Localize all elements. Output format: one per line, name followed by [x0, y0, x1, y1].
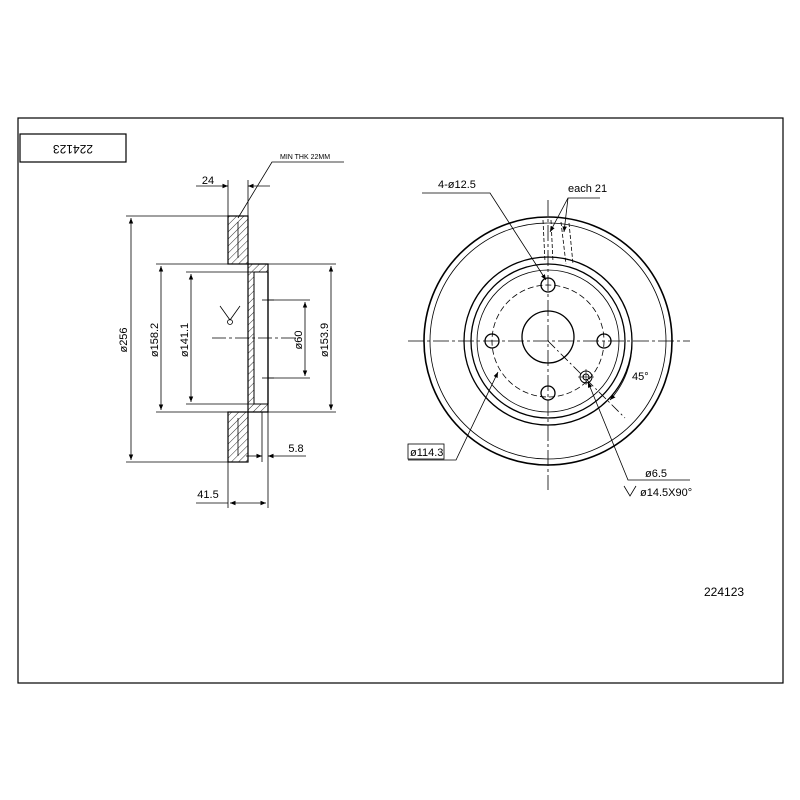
dim-center-bore: ø60 — [293, 331, 305, 350]
dim-angle: 45° — [632, 371, 649, 383]
sheet-border — [17, 117, 784, 684]
front-view: 45° each 21 4-ø12.5 ø114.3 ø6.5 ø14.5X90… — [407, 179, 692, 499]
dim-hat-diameter: ø153.9 — [319, 323, 331, 357]
side-view: ø256 ø158.2 ø141.1 ø60 ø153.9 24 MIN THK… — [118, 154, 344, 508]
part-number: 224123 — [704, 585, 744, 599]
label-small-hole: ø6.5 — [645, 468, 667, 480]
label-bolt-holes: 4-ø12.5 — [438, 179, 476, 191]
dim-overall-height: 41.5 — [197, 489, 218, 501]
angle-arc — [609, 340, 633, 401]
dim-outer-diameter: ø256 — [118, 327, 130, 352]
label-pcd: ø114.3 — [410, 447, 443, 459]
disc-outer-edge — [423, 216, 673, 466]
dim-hat-step: 5.8 — [288, 443, 303, 455]
title-part-number-mirrored: 224123 — [53, 142, 93, 156]
dim-diameter-141: ø141.1 — [179, 323, 191, 357]
dim-diameter-158: ø158.2 — [149, 323, 161, 357]
note-min-thickness: MIN THK 22MM — [280, 154, 330, 161]
label-vents: each 21 — [568, 183, 607, 195]
pcd-circle — [491, 284, 605, 398]
title-block: 224123 — [19, 133, 127, 163]
bolt-hole-right — [596, 333, 612, 349]
dim-thickness: 24 — [202, 175, 214, 187]
bolt-hole-left — [484, 333, 500, 349]
center-bore — [521, 310, 575, 364]
bolt-hole-top — [540, 277, 556, 293]
bolt-hole-bottom — [540, 385, 556, 401]
label-countersink: ø14.5X90° — [640, 487, 692, 499]
